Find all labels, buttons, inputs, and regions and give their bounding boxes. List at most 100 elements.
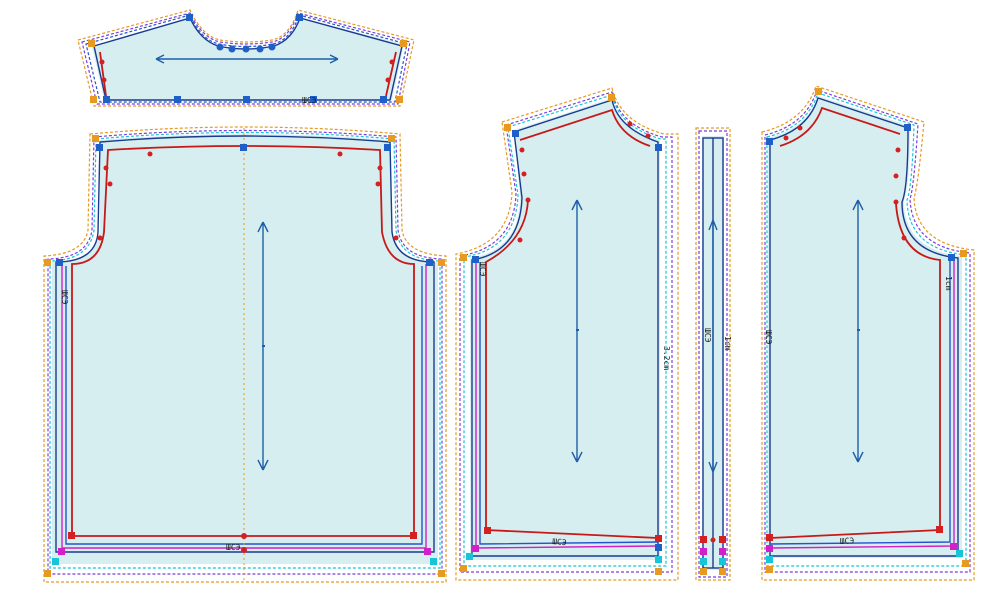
- handle[interactable]: [438, 259, 445, 266]
- handle[interactable]: [627, 121, 633, 127]
- handle[interactable]: [438, 570, 445, 577]
- handle[interactable]: [936, 526, 943, 533]
- handle[interactable]: [56, 259, 63, 266]
- handle[interactable]: [472, 545, 479, 552]
- piece-front-right[interactable]: ШСЭ 1cm ШСЭ: [761, 85, 975, 581]
- handle[interactable]: [783, 135, 789, 141]
- handle[interactable]: [512, 130, 519, 137]
- piece-front-left[interactable]: ШСЭ 3.2cm ШСЭ: [455, 87, 679, 581]
- handle[interactable]: [389, 59, 395, 65]
- handle[interactable]: [103, 165, 109, 171]
- handle[interactable]: [426, 259, 433, 266]
- handle[interactable]: [645, 133, 651, 139]
- handle[interactable]: [608, 94, 615, 101]
- handle[interactable]: [296, 14, 303, 21]
- handle[interactable]: [766, 545, 773, 552]
- handle[interactable]: [519, 147, 525, 153]
- handle[interactable]: [655, 556, 662, 563]
- handle[interactable]: [174, 96, 181, 103]
- handle[interactable]: [466, 553, 473, 560]
- handle[interactable]: [655, 568, 662, 575]
- handle[interactable]: [655, 144, 662, 151]
- handle[interactable]: [240, 144, 247, 151]
- handle[interactable]: [92, 135, 99, 142]
- handle[interactable]: [337, 151, 343, 157]
- handle[interactable]: [52, 558, 59, 565]
- handle[interactable]: [962, 560, 969, 567]
- handle[interactable]: [410, 532, 417, 539]
- handle[interactable]: [700, 558, 707, 565]
- handle[interactable]: [472, 256, 479, 263]
- handle[interactable]: [710, 537, 716, 543]
- handle[interactable]: [948, 254, 955, 261]
- handle[interactable]: [517, 237, 523, 243]
- handle[interactable]: [430, 558, 437, 565]
- handle[interactable]: [241, 547, 247, 553]
- piece-neck-facing[interactable]: ШСЭ: [77, 9, 415, 107]
- handle[interactable]: [893, 173, 899, 179]
- handle[interactable]: [68, 532, 75, 539]
- handle[interactable]: [396, 96, 403, 103]
- handle[interactable]: [44, 259, 51, 266]
- handle[interactable]: [107, 181, 113, 187]
- handle[interactable]: [88, 40, 95, 47]
- handle[interactable]: [242, 45, 250, 53]
- handle[interactable]: [901, 235, 907, 241]
- handle[interactable]: [384, 144, 391, 151]
- handle[interactable]: [521, 171, 527, 177]
- handle[interactable]: [904, 124, 911, 131]
- handle[interactable]: [90, 96, 97, 103]
- handle[interactable]: [186, 14, 193, 21]
- handle[interactable]: [380, 96, 387, 103]
- front-left-handles[interactable]: [460, 94, 662, 575]
- handle[interactable]: [103, 96, 110, 103]
- handle[interactable]: [256, 45, 264, 53]
- handle[interactable]: [460, 254, 467, 261]
- handle[interactable]: [766, 556, 773, 563]
- handle[interactable]: [393, 235, 399, 241]
- handle[interactable]: [241, 533, 247, 539]
- handle[interactable]: [950, 543, 957, 550]
- neck-facing-handles[interactable]: [88, 14, 407, 103]
- handle[interactable]: [310, 96, 317, 103]
- handle[interactable]: [243, 96, 250, 103]
- handle[interactable]: [655, 544, 662, 551]
- handle[interactable]: [956, 550, 963, 557]
- front-right-handles[interactable]: [766, 88, 969, 573]
- handle[interactable]: [400, 40, 407, 47]
- handle[interactable]: [525, 197, 531, 203]
- piece-back[interactable]: ШСЭ ШСЭ: [43, 126, 447, 583]
- placket-handles[interactable]: [700, 536, 726, 575]
- handle[interactable]: [700, 548, 707, 555]
- handle[interactable]: [44, 570, 51, 577]
- handle[interactable]: [96, 144, 103, 151]
- handle[interactable]: [484, 527, 491, 534]
- handle[interactable]: [766, 138, 773, 145]
- handle[interactable]: [719, 558, 726, 565]
- handle[interactable]: [700, 568, 707, 575]
- piece-placket[interactable]: ШСЭ 1cm: [695, 127, 732, 581]
- handle[interactable]: [893, 199, 899, 205]
- handle[interactable]: [97, 235, 103, 241]
- handle[interactable]: [375, 181, 381, 187]
- handle[interactable]: [815, 88, 822, 95]
- handle[interactable]: [766, 566, 773, 573]
- handle[interactable]: [719, 536, 726, 543]
- handle[interactable]: [385, 77, 391, 83]
- handle[interactable]: [719, 548, 726, 555]
- handle[interactable]: [797, 125, 803, 131]
- handle[interactable]: [99, 59, 105, 65]
- handle[interactable]: [101, 77, 107, 83]
- handle[interactable]: [388, 135, 395, 142]
- handle[interactable]: [960, 250, 967, 257]
- handle[interactable]: [719, 568, 726, 575]
- handle[interactable]: [228, 45, 236, 53]
- handle[interactable]: [700, 536, 707, 543]
- handle[interactable]: [377, 165, 383, 171]
- handle[interactable]: [655, 535, 662, 542]
- handle[interactable]: [216, 43, 224, 51]
- handle[interactable]: [424, 548, 431, 555]
- handle[interactable]: [895, 147, 901, 153]
- handle[interactable]: [460, 565, 467, 572]
